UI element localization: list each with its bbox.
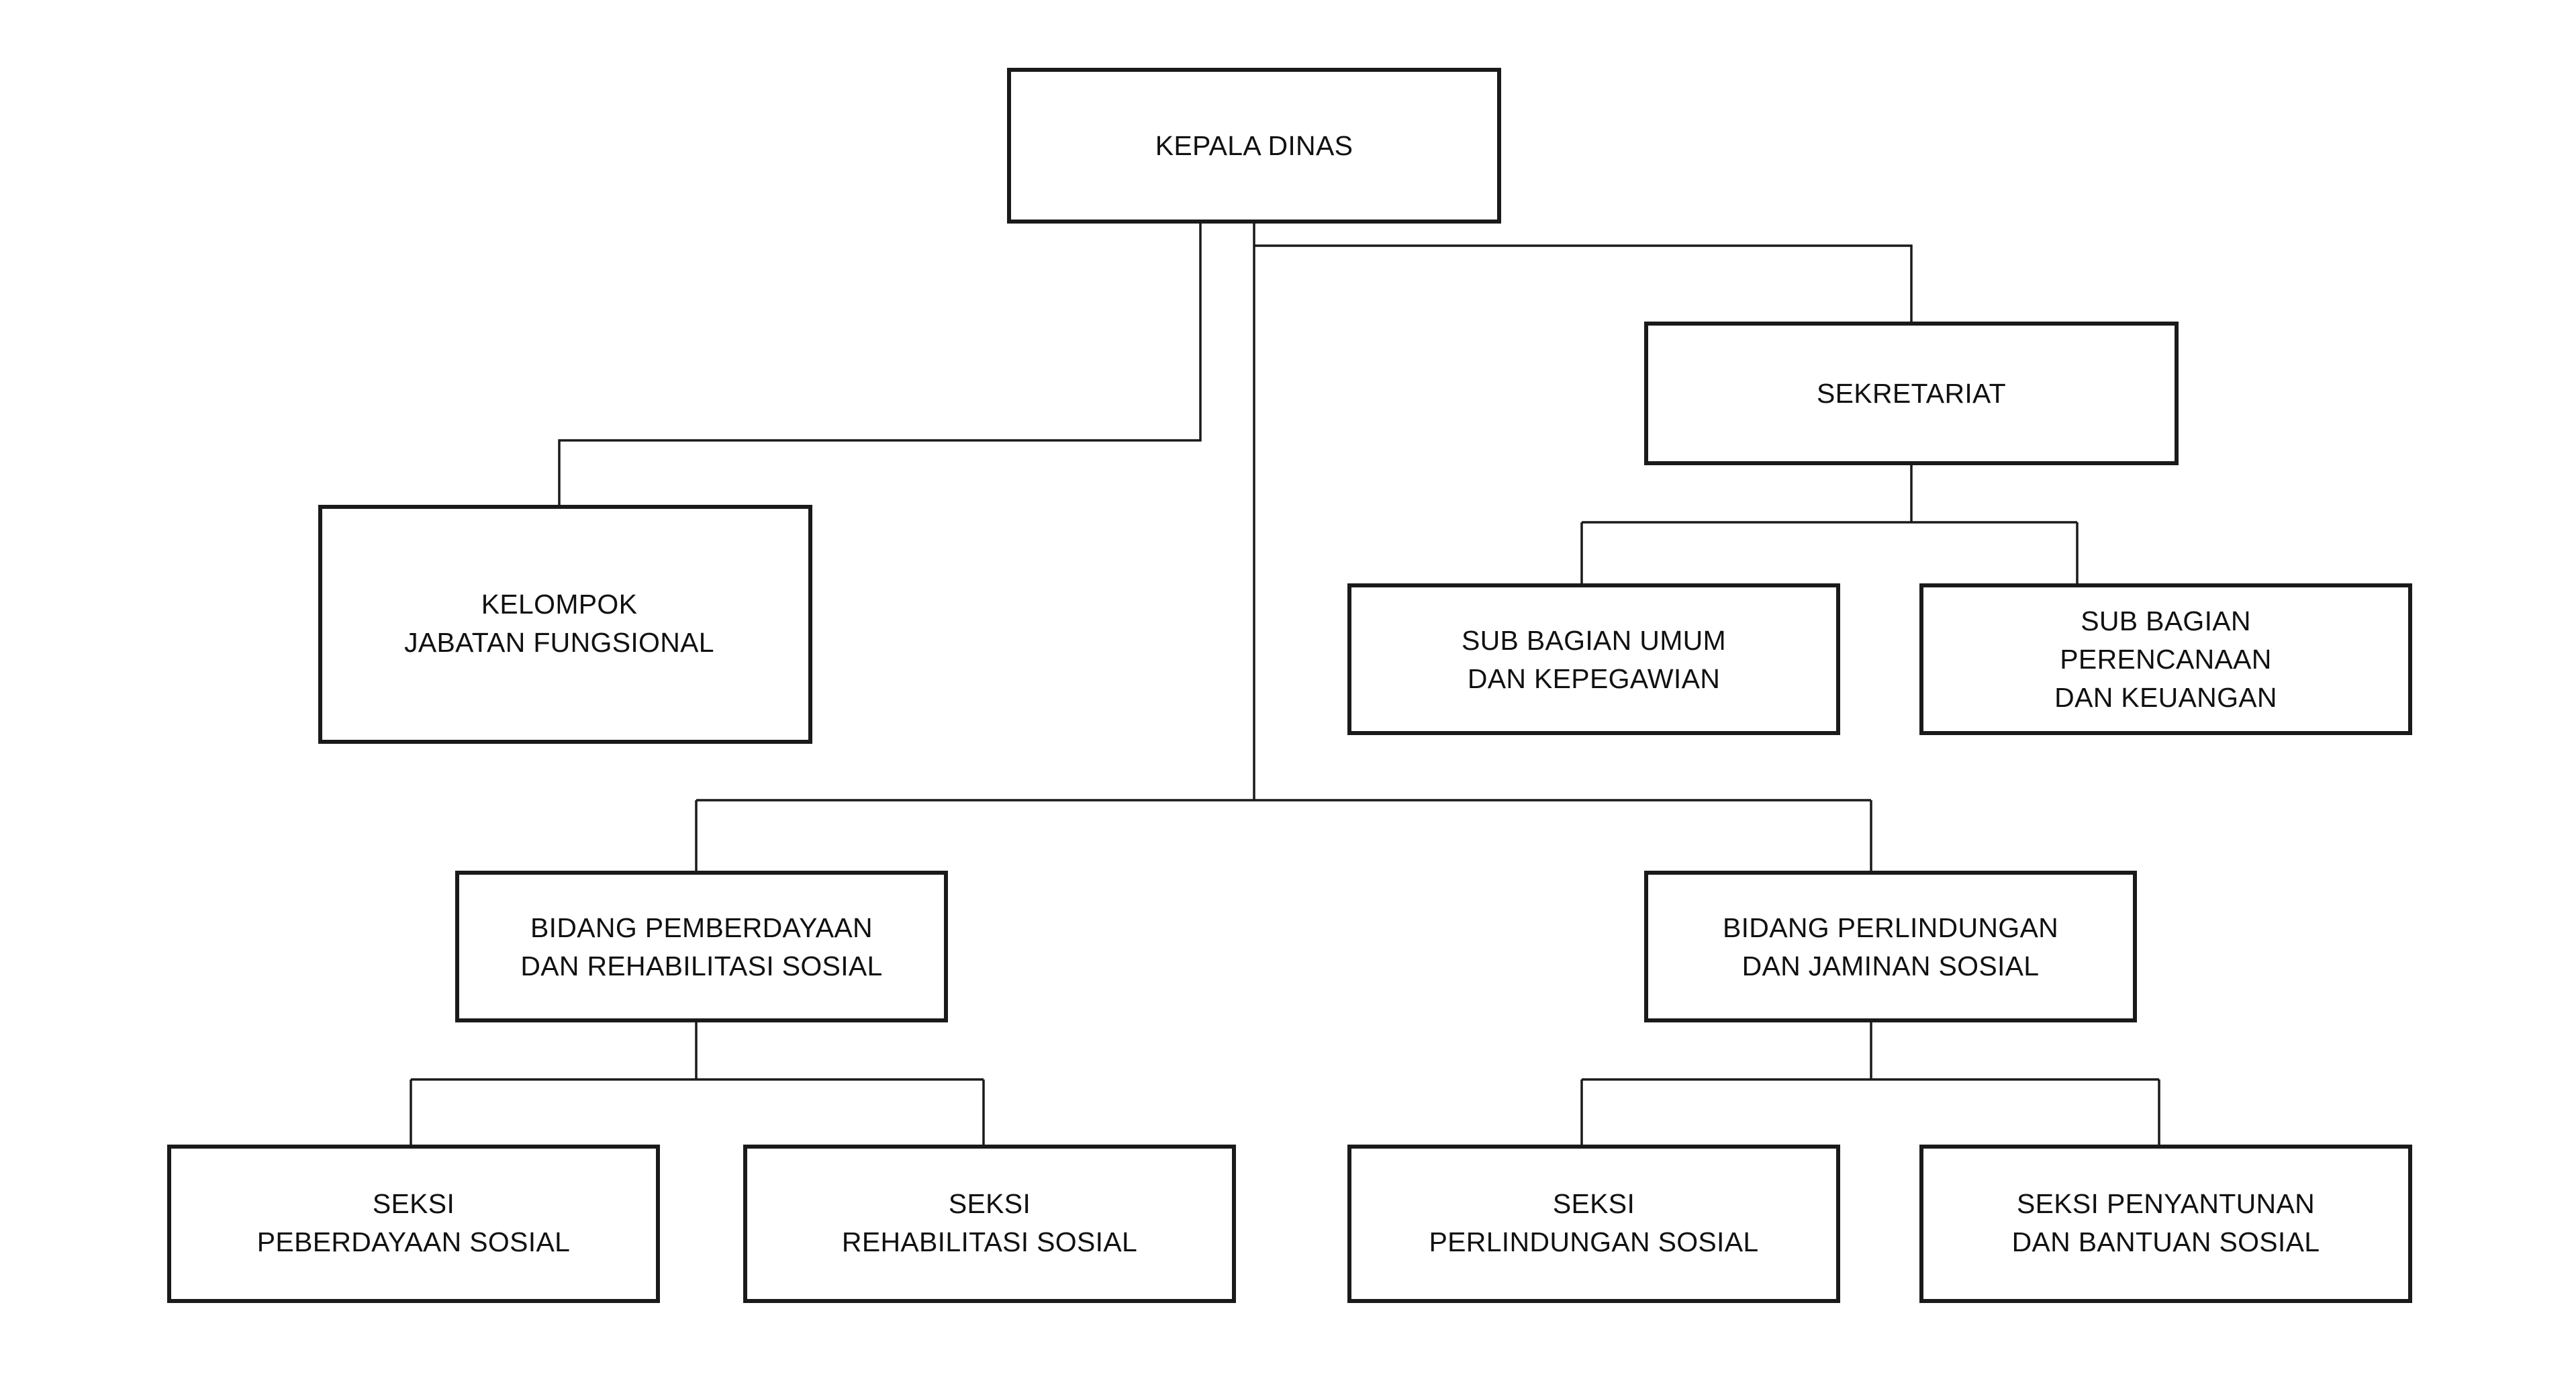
node-kelompok-jabatan-fungsional-label-line1: KELOMPOK — [481, 589, 638, 620]
node-sub-bagian-umum[interactable]: SUB BAGIAN UMUM DAN KEPEGAWIAN — [1347, 583, 1840, 735]
node-bidang-perlindungan[interactable]: BIDANG PERLINDUNGAN DAN JAMINAN SOSIAL — [1644, 871, 2137, 1022]
node-bidang-pemberdayaan-box[interactable] — [455, 871, 948, 1022]
node-seksi-rehabilitasi-sosial-box[interactable] — [743, 1145, 1236, 1303]
node-kelompok-jabatan-fungsional-box[interactable] — [318, 505, 812, 744]
node-kepala-dinas-box[interactable] — [1007, 68, 1501, 224]
node-bidang-pemberdayaan-label-line2: DAN REHABILITASI SOSIAL — [520, 951, 882, 981]
connector-layer — [410, 222, 2160, 1147]
node-sub-bagian-perencanaan-label-line3: DAN KEUANGAN — [2054, 682, 2277, 713]
node-seksi-rehabilitasi-sosial[interactable]: SEKSI REHABILITASI SOSIAL — [743, 1145, 1236, 1303]
node-sub-bagian-umum-label-line1: SUB BAGIAN UMUM — [1462, 625, 1726, 656]
node-sub-bagian-perencanaan-box[interactable] — [1919, 583, 2412, 735]
node-kepala-dinas[interactable]: KEPALA DINAS — [1007, 68, 1501, 224]
node-bidang-perlindungan-label-line1: BIDANG PERLINDUNGAN — [1723, 912, 2058, 943]
node-kepala-dinas-label-line1: KEPALA DINAS — [1155, 130, 1353, 161]
node-sekretariat-label-line1: SEKRETARIAT — [1817, 378, 2006, 409]
node-kelompok-jabatan-fungsional-label-line2: JABATAN FUNGSIONAL — [404, 627, 714, 658]
node-seksi-perlindungan-sosial-label-line2: PERLINDUNGAN SOSIAL — [1429, 1226, 1759, 1257]
node-sub-bagian-umum-box[interactable] — [1347, 583, 1840, 735]
node-seksi-penyantunan[interactable]: SEKSI PENYANTUNAN DAN BANTUAN SOSIAL — [1919, 1145, 2412, 1303]
node-sekretariat-box[interactable] — [1644, 322, 2179, 465]
node-sub-bagian-perencanaan[interactable]: SUB BAGIAN PERENCANAAN DAN KEUANGAN — [1919, 583, 2412, 735]
node-sub-bagian-perencanaan-label-line2: PERENCANAAN — [2060, 644, 2271, 675]
node-seksi-peberdayaan-sosial[interactable]: SEKSI PEBERDAYAAN SOSIAL — [167, 1145, 660, 1303]
node-seksi-perlindungan-sosial-box[interactable] — [1347, 1145, 1840, 1303]
node-kelompok-jabatan-fungsional[interactable]: KELOMPOK JABATAN FUNGSIONAL — [318, 505, 812, 744]
node-seksi-perlindungan-sosial-label-line1: SEKSI — [1553, 1188, 1635, 1219]
node-seksi-penyantunan-label-line1: SEKSI PENYANTUNAN — [2017, 1188, 2315, 1219]
node-seksi-rehabilitasi-sosial-label-line2: REHABILITASI SOSIAL — [842, 1226, 1137, 1257]
node-sekretariat[interactable]: SEKRETARIAT — [1644, 322, 2179, 465]
node-seksi-perlindungan-sosial[interactable]: SEKSI PERLINDUNGAN SOSIAL — [1347, 1145, 1840, 1303]
node-seksi-peberdayaan-sosial-label-line2: PEBERDAYAAN SOSIAL — [257, 1226, 570, 1257]
node-seksi-penyantunan-box[interactable] — [1919, 1145, 2412, 1303]
node-seksi-penyantunan-label-line2: DAN BANTUAN SOSIAL — [2012, 1226, 2320, 1257]
node-bidang-pemberdayaan[interactable]: BIDANG PEMBERDAYAAN DAN REHABILITASI SOS… — [455, 871, 948, 1022]
node-seksi-peberdayaan-sosial-label-line1: SEKSI — [373, 1188, 455, 1219]
node-seksi-rehabilitasi-sosial-label-line1: SEKSI — [949, 1188, 1031, 1219]
node-bidang-perlindungan-box[interactable] — [1644, 871, 2137, 1022]
node-seksi-peberdayaan-sosial-box[interactable] — [167, 1145, 660, 1303]
connector-kepala-to-kelompok — [558, 222, 1202, 507]
node-bidang-perlindungan-label-line2: DAN JAMINAN SOSIAL — [1742, 951, 2040, 981]
node-bidang-pemberdayaan-label-line1: BIDANG PEMBERDAYAAN — [530, 912, 873, 943]
node-sub-bagian-umum-label-line2: DAN KEPEGAWIAN — [1468, 663, 1720, 694]
node-sub-bagian-perencanaan-label-line1: SUB BAGIAN — [2081, 606, 2251, 636]
connector-kepala-to-sekretariat — [1254, 244, 1913, 324]
